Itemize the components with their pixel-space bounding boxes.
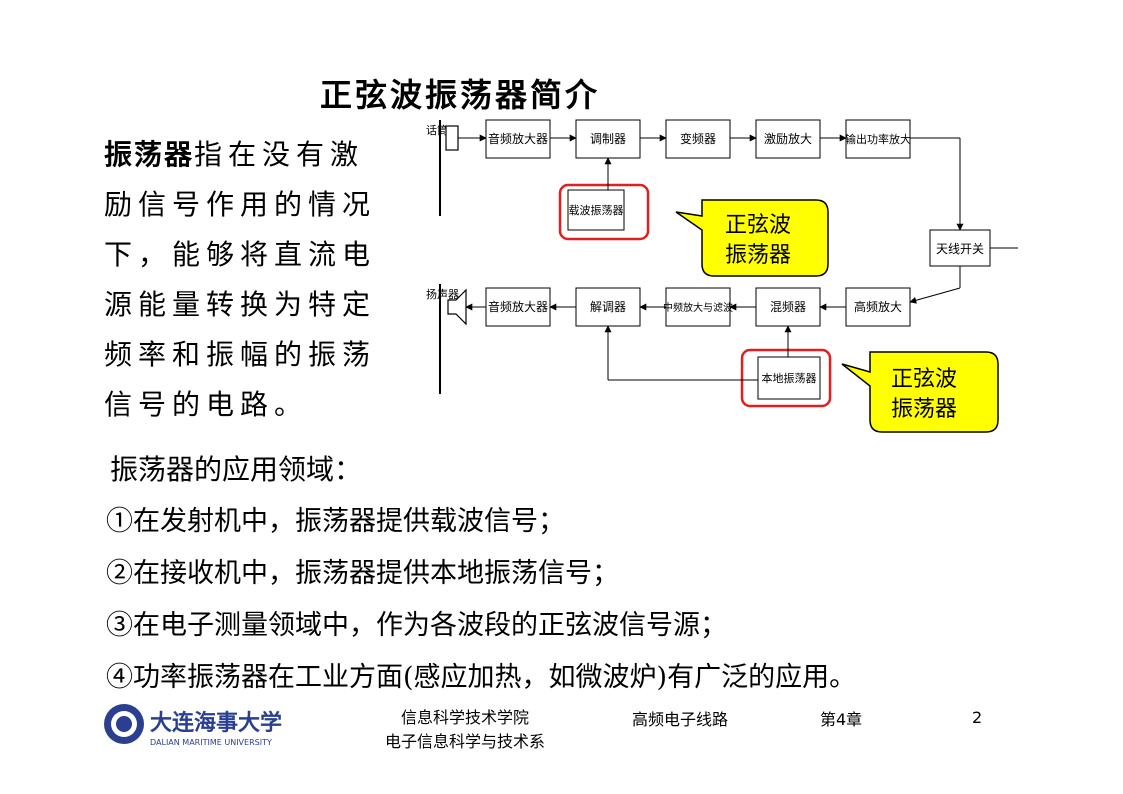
antenna-switch-label: 天线开关 bbox=[936, 242, 984, 256]
list-item: ③在电子测量领域中，作为各波段的正弦波信号源； bbox=[106, 610, 727, 641]
tx-block-power-amp: 输出功率放大 bbox=[845, 132, 911, 146]
footer-course: 高频电子线路 bbox=[632, 710, 729, 729]
applications-list: ①在发射机中，振荡器提供载波信号； ②在接收机中，振荡器提供本地振荡信号； ③在… bbox=[106, 496, 856, 704]
callout-1-line1: 正弦波 bbox=[725, 213, 791, 238]
intro-text: 指在没有激励信号作用的情况下，能够将直流电源能量转换为特定频率和振幅的振荡信号的… bbox=[104, 138, 377, 421]
local-oscillator-label: 本地振荡器 bbox=[762, 371, 817, 385]
footer-dept-line2: 电子信息科学与技术系 bbox=[384, 732, 545, 751]
page-title: 正弦波振荡器简介 bbox=[320, 76, 601, 114]
transceiver-block-diagram: 话筒 音频放大器 调制器 变频器 激励放大 输出功率放大 载波振荡器 正弦波 振… bbox=[426, 119, 1018, 433]
footer-department: 信息科学技术学院 电子信息科学与技术系 bbox=[370, 706, 560, 754]
tx-block-converter: 变频器 bbox=[680, 131, 716, 146]
rx-block-rf-amp: 高频放大 bbox=[854, 299, 902, 314]
footer-chapter: 第4章 bbox=[820, 710, 863, 729]
callout-1-line2: 振荡器 bbox=[725, 243, 791, 268]
speaker-icon bbox=[447, 288, 467, 326]
tx-input-label: 话筒 bbox=[426, 123, 448, 137]
rx-block-demodulator: 解调器 bbox=[590, 300, 626, 314]
callout-2-line1: 正弦波 bbox=[891, 367, 957, 392]
footer-dept-line1: 信息科学技术学院 bbox=[400, 708, 529, 727]
applications-heading: 振荡器的应用领域： bbox=[110, 453, 363, 486]
intro-paragraph: 振荡器指在没有激励信号作用的情况下，能够将直流电源能量转换为特定频率和振幅的振荡… bbox=[104, 130, 394, 430]
tx-block-modulator: 调制器 bbox=[590, 132, 626, 146]
rx-block-mixer: 混频器 bbox=[770, 300, 806, 314]
carrier-oscillator-label: 载波振荡器 bbox=[569, 203, 624, 217]
callout-2-line2: 振荡器 bbox=[891, 397, 957, 422]
rx-block-audio-amp: 音频放大器 bbox=[488, 299, 548, 314]
university-logo: 大连海事大学 DALIAN MARITIME UNIVERSITY bbox=[104, 704, 282, 747]
microphone-icon bbox=[445, 125, 459, 151]
intro-term: 振荡器 bbox=[104, 138, 195, 171]
page-number: 2 bbox=[972, 708, 983, 727]
university-name-en: DALIAN MARITIME UNIVERSITY bbox=[150, 738, 272, 747]
tx-block-audio-amp: 音频放大器 bbox=[488, 131, 548, 146]
tx-block-driver: 激励放大 bbox=[764, 131, 812, 146]
list-item: ②在接收机中，振荡器提供本地振荡信号； bbox=[106, 558, 619, 589]
list-item: ①在发射机中，振荡器提供载波信号； bbox=[106, 506, 565, 537]
university-name-cn: 大连海事大学 bbox=[150, 710, 282, 736]
list-item: ④功率振荡器在工业方面(感应加热，如微波炉)有广泛的应用。 bbox=[106, 662, 857, 693]
rx-block-if-amp: 中频放大与滤波 bbox=[663, 301, 733, 314]
rx-output-label: 扬声器 bbox=[426, 287, 459, 301]
